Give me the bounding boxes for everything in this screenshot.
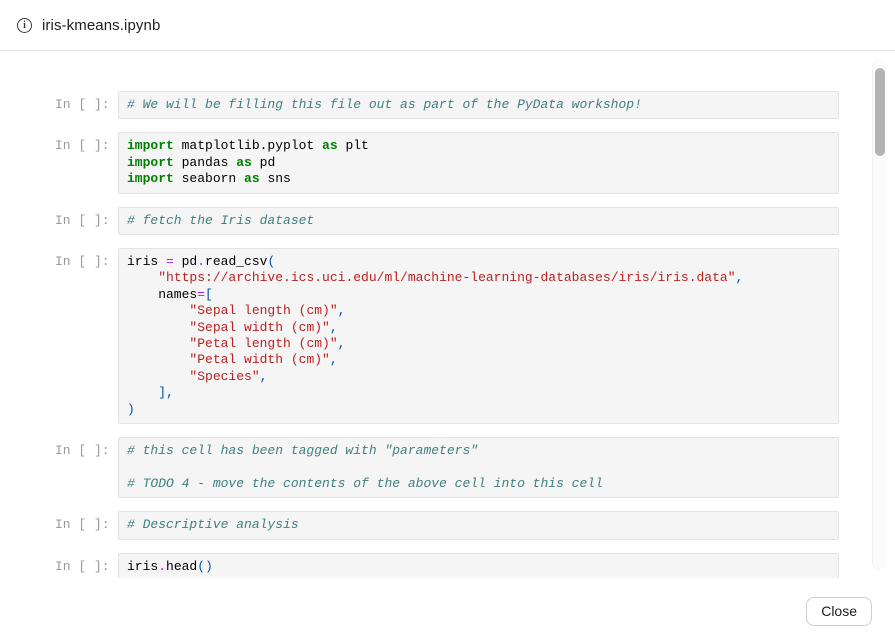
- cell-prompt: In [ ]:: [55, 212, 110, 228]
- dialog-footer: Close: [806, 597, 872, 626]
- cell-prompt: In [ ]:: [55, 443, 110, 459]
- cell-code: # this cell has been tagged with "parame…: [127, 443, 603, 491]
- cell-input-box: # We will be filling this file out as pa…: [118, 91, 839, 120]
- notebook-cell: In [ ]: # Descriptive analysis: [55, 511, 839, 540]
- cell-code: import matplotlib.pyplot as plt import p…: [127, 138, 369, 187]
- notebook-cell: In [ ]: import matplotlib.pyplot as plt i…: [55, 132, 839, 194]
- notebook-cell: In [ ]: # We will be filling this file ou…: [55, 91, 839, 120]
- cell-input-box: iris.head(): [118, 552, 839, 578]
- cell-prompt: In [ ]:: [55, 517, 110, 533]
- cell-code: # Descriptive analysis: [127, 517, 299, 533]
- dialog-header: i iris-kmeans.ipynb: [0, 0, 895, 51]
- cell-code: iris = pd.read_csv( "https://archive.ics…: [127, 254, 744, 417]
- cell-prompt: In [ ]:: [55, 254, 110, 270]
- cell-input-box: # this cell has been tagged with "parame…: [118, 437, 839, 499]
- scrollbar-thumb[interactable]: [875, 68, 885, 156]
- notebook-cell: In [ ]: # this cell has been tagged with …: [55, 437, 839, 499]
- cell-prompt: In [ ]:: [55, 97, 110, 112]
- info-icon: i: [17, 17, 32, 33]
- notebook-cell: In [ ]: iris = pd.read_csv( "https://arch…: [55, 248, 839, 425]
- close-button[interactable]: Close: [806, 597, 872, 626]
- scrollbar-track[interactable]: [872, 60, 886, 570]
- page-title: iris-kmeans.ipynb: [42, 16, 161, 34]
- cell-input-box: import matplotlib.pyplot as plt import p…: [118, 132, 839, 194]
- cell-input-box: # Descriptive analysis: [118, 511, 839, 540]
- cell-code: iris.head(): [127, 558, 213, 574]
- notebook-cell: In [ ]: # fetch the Iris dataset: [55, 206, 839, 236]
- cell-code: # fetch the Iris dataset: [127, 212, 315, 228]
- cell-prompt: In [ ]:: [55, 138, 110, 154]
- notebook-cells: In [ ]: # We will be filling this file ou…: [55, 91, 839, 578]
- notebook-cell: In [ ]: iris.head(): [55, 552, 839, 578]
- cell-code: # We will be filling this file out as pa…: [127, 97, 642, 112]
- cell-prompt: In [ ]:: [55, 558, 110, 574]
- cell-input-box: iris = pd.read_csv( "https://archive.ics…: [118, 248, 839, 425]
- cell-input-box: # fetch the Iris dataset: [118, 206, 839, 236]
- notebook-scroll-area[interactable]: In [ ]: # We will be filling this file ou…: [0, 52, 895, 578]
